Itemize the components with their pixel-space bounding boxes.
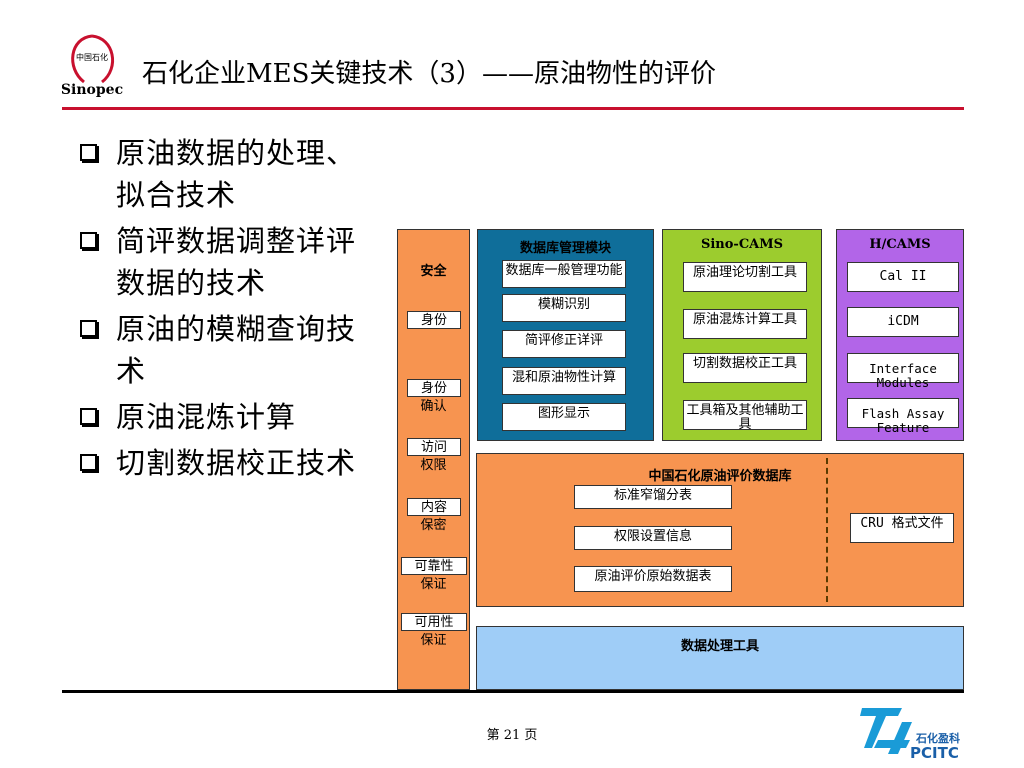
logo-top-text: 中国石化 xyxy=(76,52,108,62)
h-cams-item: Interface Modules xyxy=(847,353,959,390)
logo-brand-text: Sinopec xyxy=(62,82,123,98)
pcitc-logo: 石化盈科 PCITC xyxy=(860,708,960,762)
slide-title: 石化企业MES关键技术（3）——原油物性的评价 xyxy=(142,59,716,89)
db-management-item: 简评修正详评 xyxy=(502,330,626,358)
checkbox-bullet-icon xyxy=(80,454,97,471)
security-item-sub: 确认 xyxy=(420,399,447,414)
bullet-item: 切割数据校正技术 xyxy=(72,442,372,484)
cru-format-file-box: CRU 格式文件 xyxy=(850,513,954,543)
security-item-box: 可靠性 xyxy=(401,557,467,575)
security-title: 安全 xyxy=(420,264,447,279)
security-item-box: 访问 xyxy=(407,438,461,456)
db-management-panel: 数据库管理模块 数据库一般管理功能 模糊识别 简评修正详评 混和原油物性计算 图… xyxy=(477,229,654,441)
footer-divider xyxy=(62,690,964,693)
sinopec-logo: 中国石化 Sinopec xyxy=(62,30,124,98)
checkbox-bullet-icon xyxy=(80,320,97,337)
pcitc-en-text: PCITC xyxy=(910,744,959,762)
crude-evaluation-db-title: 中国石化原油评价数据库 xyxy=(648,469,792,484)
data-tools-title: 数据处理工具 xyxy=(680,639,759,654)
checkbox-bullet-icon xyxy=(80,232,97,249)
h-cams-item: Flash Assay Feature xyxy=(847,398,959,435)
db-management-item: 图形显示 xyxy=(502,403,626,431)
h-cams-item: iCDM xyxy=(847,307,959,337)
security-item-box: 身份 xyxy=(407,311,461,329)
security-item-box: 可用性 xyxy=(401,613,467,631)
crude-db-item: 权限设置信息 xyxy=(574,526,732,550)
bullet-list: 原油数据的处理、拟合技术 简评数据调整详评数据的技术 原油的模糊查询技术 原油混… xyxy=(72,132,372,488)
pcitc-cn-text: 石化盈科 xyxy=(915,731,960,745)
crude-db-item: 标准窄馏分表 xyxy=(574,485,732,509)
sino-cams-panel: Sino-CAMS 原油理论切割工具 原油混炼计算工具 切割数据校正工具 工具箱… xyxy=(662,229,822,441)
bullet-item: 原油数据的处理、拟合技术 xyxy=(72,132,372,216)
h-cams-item: Cal II xyxy=(847,262,959,292)
crude-db-item: 原油评价原始数据表 xyxy=(574,566,732,592)
sino-cams-item: 切割数据校正工具 xyxy=(683,353,807,383)
crude-evaluation-db-panel: 中国石化原油评价数据库 标准窄馏分表 权限设置信息 原油评价原始数据表 CRU … xyxy=(476,453,964,607)
db-management-item: 数据库一般管理功能 xyxy=(502,260,626,288)
h-cams-panel: H/CAMS Cal II iCDM Interface Modules Fla… xyxy=(836,229,964,441)
security-item-box: 身份 xyxy=(407,379,461,397)
bullet-item: 原油的模糊查询技术 xyxy=(72,308,372,392)
db-management-title: 数据库管理模块 xyxy=(519,241,611,256)
dashed-separator xyxy=(826,458,828,602)
title-divider xyxy=(62,107,964,110)
page-number: 第 21 页 xyxy=(486,728,538,743)
security-panel: 安全 身份 身份 确认 访问 权限 内容 保密 可靠性 保证 可用性 保证 xyxy=(397,229,470,690)
bullet-item: 简评数据调整详评数据的技术 xyxy=(72,220,372,304)
security-item-sub: 保密 xyxy=(420,518,447,533)
sino-cams-item: 工具箱及其他辅助工具 xyxy=(683,400,807,432)
bullet-item: 原油混炼计算 xyxy=(72,396,372,438)
security-item-sub: 保证 xyxy=(420,633,447,648)
db-management-item: 混和原油物性计算 xyxy=(502,367,626,395)
security-item-box: 内容 xyxy=(407,498,461,516)
checkbox-bullet-icon xyxy=(80,144,97,161)
security-item-sub: 保证 xyxy=(420,577,447,592)
db-management-item: 模糊识别 xyxy=(502,294,626,322)
checkbox-bullet-icon xyxy=(80,408,97,425)
security-item-sub: 权限 xyxy=(420,458,447,473)
data-tools-panel: 数据处理工具 xyxy=(476,626,964,690)
h-cams-title: H/CAMS xyxy=(869,237,931,252)
sino-cams-item: 原油理论切割工具 xyxy=(683,262,807,292)
sino-cams-title: Sino-CAMS xyxy=(700,237,784,252)
sino-cams-item: 原油混炼计算工具 xyxy=(683,309,807,339)
